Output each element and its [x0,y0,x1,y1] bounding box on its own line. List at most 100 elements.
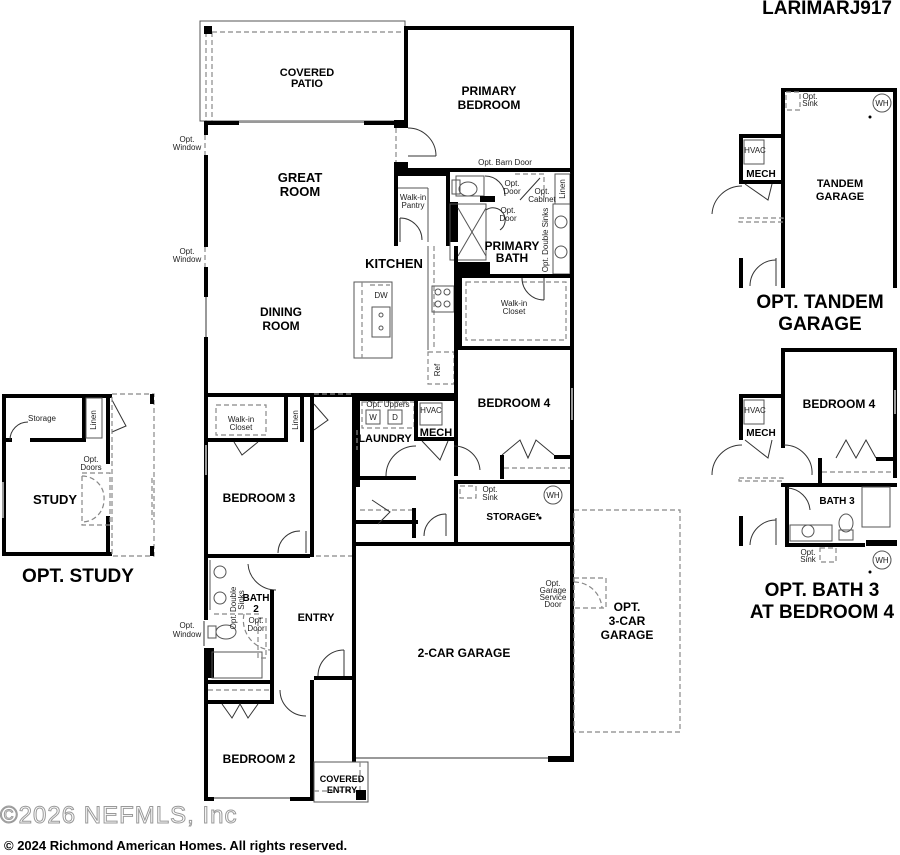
svg-text:2: 2 [253,604,259,615]
svg-text:Opt.: Opt. [800,548,815,557]
svg-text:Closet: Closet [503,307,526,316]
svg-text:Linen: Linen [89,410,98,430]
tandem-hvac-note: HVAC [744,146,766,155]
copyright-notice: © 2024 Richmond American Homes. All righ… [4,838,348,853]
tandem-mech-label: MECH [746,169,775,180]
svg-text:ENTRY: ENTRY [327,785,357,795]
linen-hall-note: Linen [291,410,300,430]
svg-text:Walk-in: Walk-in [228,415,254,424]
svg-text:Opt.: Opt. [500,206,515,215]
walk-in-closet-primary-note: Walk-in [501,299,527,308]
opt-door-wc-note: Opt. [504,179,519,188]
svg-text:Opt.: Opt. [545,579,560,588]
svg-text:3-CAR: 3-CAR [609,614,646,628]
primary-bedroom-label-2: BEDROOM [458,98,521,112]
svg-text:WH: WH [875,99,889,108]
svg-text:OPT. TANDEM: OPT. TANDEM [756,292,883,313]
svg-text:OPT. BATH 3: OPT. BATH 3 [765,580,880,601]
svg-text:Opt.: Opt. [179,621,194,630]
study-storage-note: Storage [28,414,57,423]
walk-in-closet-bed3-note: Walk-in [228,415,254,424]
svg-text:MECH: MECH [746,428,775,439]
bath-3-label: BATH 3 [819,496,855,507]
opt-tandem-plan [711,88,897,288]
study-opt-doors-note-2: Doors [80,463,101,472]
svg-text:ROOM: ROOM [280,184,320,199]
svg-text:Walk-in: Walk-in [501,299,527,308]
svg-text:COVERED: COVERED [280,67,334,79]
svg-text:Pantry: Pantry [401,201,424,210]
opt-uppers-note: Opt. Uppers [366,400,409,409]
svg-text:MECH: MECH [420,427,452,439]
svg-text:Door: Door [247,624,265,633]
laundry-label: LAUNDRY [358,433,412,445]
opt-study-plan [2,393,155,557]
dining-room-label-2: ROOM [262,319,299,333]
svg-text:GARAGE: GARAGE [601,628,654,642]
linen-primary-note: Linen [558,179,567,199]
svg-text:Closet: Closet [230,423,253,432]
svg-text:HVAC: HVAC [420,406,442,415]
svg-text:Opt.: Opt. [534,187,549,196]
tandem-garage-label: TANDEM [817,178,863,190]
svg-text:Window: Window [173,255,202,264]
study-opt-doors-note: Opt. [83,455,98,464]
opt-sink-note: Opt. [482,485,497,494]
opt-cabinet-note: Opt. [534,187,549,196]
svg-text:Storage: Storage [28,414,57,423]
covered-patio-label-2: PATIO [291,78,323,90]
svg-text:Door: Door [503,187,521,196]
tandem-garage-label-2: GARAGE [816,191,864,203]
svg-text:Opt.: Opt. [504,179,519,188]
opt-window-note-c: Opt. [179,621,194,630]
dryer-note: D [392,413,398,422]
svg-text:Window: Window [173,630,202,639]
svg-text:STUDY: STUDY [33,492,77,507]
svg-text:Sink: Sink [802,99,819,108]
walk-in-closet-primary-note-2: Closet [503,307,526,316]
svg-text:GARAGE: GARAGE [778,314,861,335]
opt-garage-service-door-note-2: Garage [540,586,567,595]
svg-text:Garage: Garage [540,586,567,595]
opt-sink-note-2: Sink [482,493,499,502]
svg-text:Opt.: Opt. [482,485,497,494]
svg-text:COVERED: COVERED [320,774,365,784]
svg-text:DINING: DINING [260,305,302,319]
tandem-opt-sink-note-2: Sink [802,99,819,108]
opt-window-note-c2: Window [173,630,202,639]
svg-text:Sink: Sink [482,493,499,502]
svg-text:Opt. Barn Door: Opt. Barn Door [478,158,532,167]
svg-text:Doors: Doors [80,463,101,472]
refrigerator-note: Ref [433,363,442,376]
great-room-label-2: ROOM [280,184,320,199]
bedroom-2-label: BEDROOM 2 [223,752,296,766]
svg-text:Window: Window [173,143,202,152]
svg-text:MECH: MECH [746,169,775,180]
bath3-water-heater-note: WH [875,556,889,565]
svg-text:BEDROOM 4: BEDROOM 4 [803,397,876,411]
opt-double-sinks-bath2-note: Opt. Double [229,586,238,629]
svg-text:HVAC: HVAC [744,406,766,415]
svg-text:Door: Door [499,214,517,223]
svg-text:PRIMARY: PRIMARY [462,84,517,98]
opt-garage-service-door-note-3: Service [540,593,567,602]
primary-bedroom-label: PRIMARY [462,84,517,98]
svg-text:LAUNDRY: LAUNDRY [358,433,412,445]
opt-door-wc-note-2: Door [503,187,521,196]
opt-double-sinks-primary-note: Opt. Double Sinks [541,208,550,272]
covered-entry-label: COVERED [320,774,365,784]
study-linen-note: Linen [89,410,98,430]
svg-text:Opt. Double: Opt. Double [229,586,238,629]
svg-text:PRIMARY: PRIMARY [485,239,540,253]
svg-text:WH: WH [546,491,560,500]
opt-garage-service-door-note-4: Door [544,600,562,609]
walk-in-closet-bed3-note-2: Closet [230,423,253,432]
opt-tandem-title: OPT. TANDEM [756,292,883,313]
svg-text:Sinks: Sinks [237,590,246,610]
opt-window-note-2: Window [173,143,202,152]
mech-label: MECH [420,427,452,439]
opt-cabinet-note-2: Cabinet [528,195,556,204]
svg-text:Opt.: Opt. [248,616,263,625]
opt-tandem-title-2: GARAGE [778,314,861,335]
svg-text:KITCHEN: KITCHEN [365,256,423,271]
